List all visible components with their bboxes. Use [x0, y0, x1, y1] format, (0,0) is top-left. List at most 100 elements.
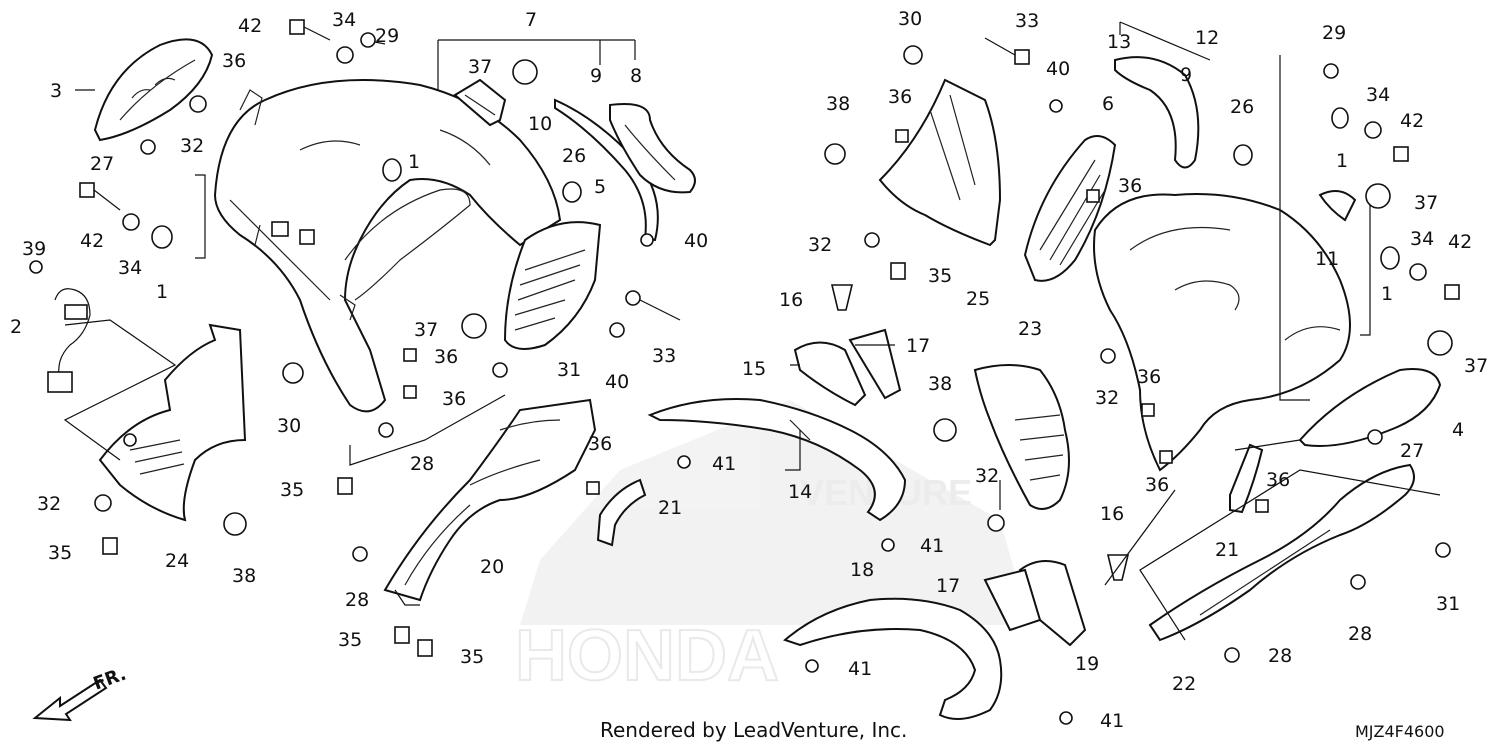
callout-34: 34 — [118, 257, 142, 279]
callout-13: 13 — [1107, 31, 1131, 53]
callout-42: 42 — [238, 15, 262, 37]
callout-3: 3 — [50, 80, 62, 102]
callout-41: 41 — [920, 535, 944, 557]
part-20-lower-inner-cowl — [383, 398, 597, 602]
part-19-panel — [1018, 560, 1087, 647]
part-5-air-vent-left — [503, 221, 602, 350]
nut-35 — [102, 537, 118, 555]
callout-32: 32 — [808, 234, 832, 256]
screw-27 — [140, 139, 156, 155]
callout-12: 12 — [1195, 27, 1219, 49]
callout-21: 21 — [658, 497, 682, 519]
callout-18: 18 — [850, 559, 874, 581]
part-8-panel-left — [609, 103, 696, 194]
bolt-32 — [987, 514, 1005, 532]
callout-27: 27 — [1400, 440, 1424, 462]
callout-9: 9 — [1180, 64, 1192, 86]
callout-37: 37 — [1414, 192, 1438, 214]
part-13-strip-right — [1114, 56, 1200, 169]
callout-36: 36 — [888, 86, 912, 108]
screw-41 — [881, 538, 895, 552]
part-18-lower-rail — [783, 597, 1003, 720]
callout-36: 36 — [1266, 469, 1290, 491]
callout-36: 36 — [222, 50, 246, 72]
callout-33: 33 — [652, 345, 676, 367]
callout-36: 36 — [434, 346, 458, 368]
callout-23: 23 — [1018, 318, 1042, 340]
screw-40 — [1049, 99, 1063, 113]
callout-2: 2 — [10, 316, 22, 338]
front-direction-arrow: FR. — [32, 668, 130, 722]
callout-34: 34 — [332, 9, 356, 31]
callout-16: 16 — [1100, 503, 1124, 525]
callout-40: 40 — [1046, 58, 1070, 80]
callout-11: 11 — [1315, 248, 1339, 270]
callout-34: 34 — [1410, 228, 1434, 250]
callout-16: 16 — [779, 289, 803, 311]
screw-31 — [1435, 542, 1451, 558]
screw-27 — [1367, 429, 1383, 445]
bolt-34 — [1409, 263, 1427, 281]
bolt-32 — [864, 232, 880, 248]
bolt-42 — [1393, 146, 1409, 162]
callout-21: 21 — [1215, 539, 1239, 561]
front-direction-label: FR. — [91, 668, 130, 695]
callout-32: 32 — [975, 465, 999, 487]
bolt-34 — [1364, 121, 1382, 139]
clip-36 — [1141, 403, 1155, 417]
callout-42: 42 — [1400, 110, 1424, 132]
clip-37 — [1365, 183, 1391, 209]
clip-16 — [830, 284, 854, 311]
clip-37 — [461, 313, 487, 339]
honda-watermark-text: HONDA — [515, 616, 779, 696]
bolt-32 — [1100, 348, 1116, 364]
callout-35: 35 — [460, 646, 484, 668]
callout-28: 28 — [410, 453, 434, 475]
screw-31 — [492, 362, 508, 378]
callout-14: 14 — [788, 481, 812, 503]
callout-1: 1 — [1336, 150, 1348, 172]
arrow-left-icon — [32, 678, 108, 722]
bolt-34 — [336, 46, 354, 64]
callout-26: 26 — [562, 145, 586, 167]
bolt-32 — [94, 494, 112, 512]
part-22-lower-cowl-right — [1148, 463, 1415, 642]
callout-6: 6 — [1102, 93, 1114, 115]
part-11-clip — [1318, 190, 1357, 222]
grommet-26 — [1233, 144, 1253, 166]
callout-36: 36 — [1118, 175, 1142, 197]
clip-37 — [512, 59, 538, 85]
callout-29: 29 — [1322, 22, 1346, 44]
part-23-air-vent-right — [973, 364, 1070, 510]
callout-33: 33 — [1015, 10, 1039, 32]
part-3-mirror-cover — [93, 38, 214, 142]
callout-39: 39 — [22, 238, 46, 260]
callout-37: 37 — [1464, 355, 1488, 377]
callout-31: 31 — [557, 359, 581, 381]
callout-41: 41 — [712, 453, 736, 475]
clip-36 — [1159, 450, 1173, 464]
clip-38 — [824, 143, 846, 165]
part-24-bracket-left — [98, 323, 247, 522]
callout-17: 17 — [936, 575, 960, 597]
callout-labels: 42 34 29 7 3 36 37 9 8 10 32 27 1 26 5 4… — [10, 8, 1488, 732]
screw-40 — [609, 322, 625, 338]
callout-4: 4 — [1452, 419, 1464, 441]
callout-36: 36 — [588, 433, 612, 455]
callout-32: 32 — [37, 493, 61, 515]
callout-24: 24 — [165, 550, 189, 572]
part-15-panel — [793, 341, 867, 407]
callout-9: 9 — [590, 65, 602, 87]
bolt-29 — [360, 32, 386, 48]
clip-30 — [903, 45, 923, 65]
callout-32: 32 — [1095, 387, 1119, 409]
callout-1: 1 — [156, 281, 168, 303]
callout-38: 38 — [928, 373, 952, 395]
nut-35 — [890, 262, 906, 280]
callout-29: 29 — [375, 25, 399, 47]
screw-40 — [640, 233, 654, 247]
callout-36: 36 — [442, 388, 466, 410]
screw-28 — [378, 422, 394, 438]
clip-36 — [586, 481, 600, 495]
